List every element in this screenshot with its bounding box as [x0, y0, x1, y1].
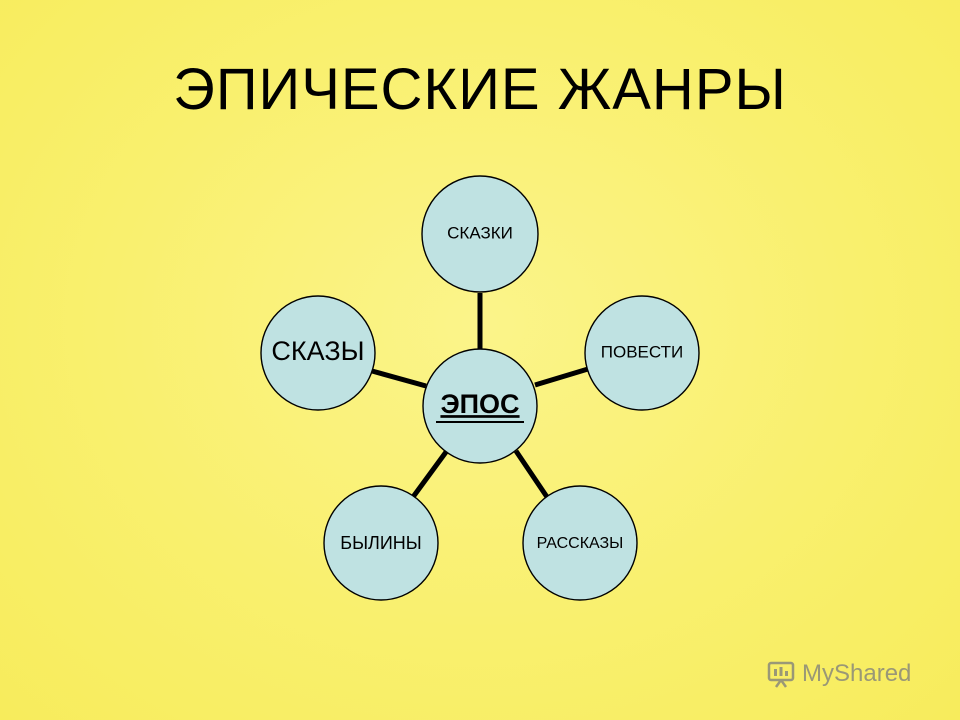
page-title: ЭПИЧЕСКИЕ ЖАНРЫ [173, 57, 787, 122]
node-label-skazki: СКАЗКИ [447, 223, 513, 242]
presentation-board-icon [767, 661, 795, 688]
node-label-rasskazy: РАССКАЗЫ [537, 535, 624, 552]
node-center-epos: ЭПОС [422, 348, 538, 464]
node-label-byliny: БЫЛИНЫ [340, 533, 421, 553]
connector-povesti [534, 366, 589, 388]
node-povesti: ПОВЕСТИ [584, 295, 700, 411]
node-byliny: БЫЛИНЫ [323, 485, 439, 601]
node-rasskazy: РАССКАЗЫ [522, 485, 638, 601]
watermark-text: MyShared [802, 660, 912, 687]
node-skazki: СКАЗКИ [421, 175, 539, 293]
center-label: ЭПОС [440, 389, 519, 419]
connector-byliny [410, 450, 449, 499]
node-label-skazy: СКАЗЫ [271, 336, 364, 366]
watermark: MyShared [766, 656, 911, 692]
connector-skazy [371, 368, 427, 389]
node-label-povesti: ПОВЕСТИ [601, 342, 683, 361]
node-skazy: СКАЗЫ [260, 295, 376, 411]
connector-rasskazy [513, 449, 550, 499]
